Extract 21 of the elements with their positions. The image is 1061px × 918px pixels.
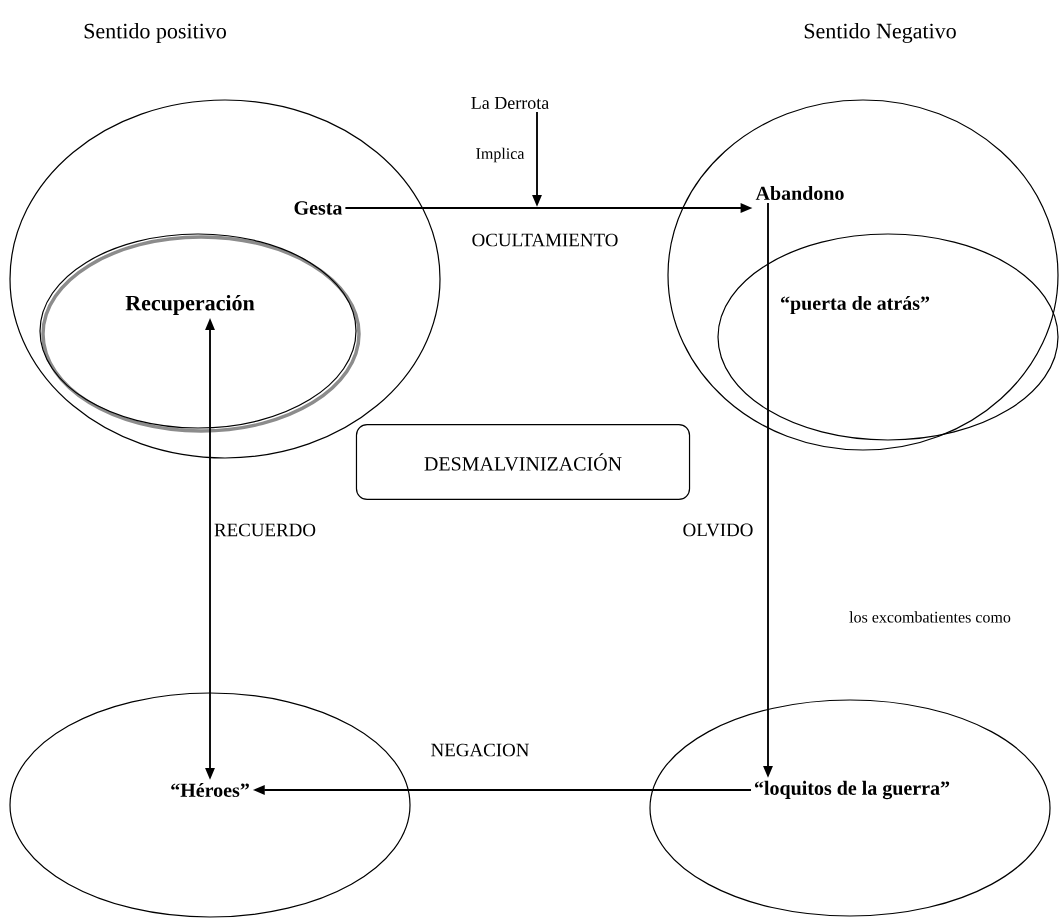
node-label: Recuperación [125,295,255,315]
concept-box: DESMALVINIZACIÓN [355,423,691,501]
ellipse [9,692,411,918]
node-label: “loquitos de la guerra” [754,780,950,800]
edge-label: Implica [474,146,526,164]
node-label: “Héroes” [171,782,249,798]
edge-label: OLVIDO [681,522,755,538]
edge-label: OCULTAMIENTO [470,232,620,248]
node-label: Gesta [294,201,343,215]
node-label: “puerta de atrás” [780,295,930,315]
ellipse [717,233,1059,441]
edge-label: RECUERDO [212,522,318,538]
ellipse [39,233,361,433]
edge-label: NEGACION [429,742,531,758]
ellipse [649,699,1051,917]
text-label: los excombatientes como [849,611,1011,623]
ellipse [667,99,1059,451]
text-label: Sentido positivo [84,23,226,43]
node-label: La Derrota [471,97,549,109]
node-label: Abandono [755,186,844,201]
text-label: Sentido Negativo [804,23,956,43]
